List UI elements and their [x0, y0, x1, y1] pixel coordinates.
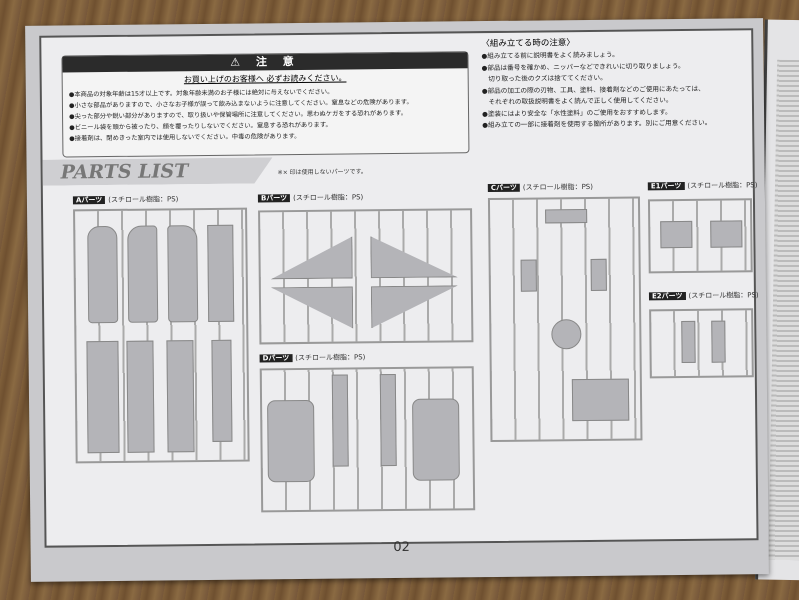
sprue-a [73, 207, 250, 464]
sprue-label-a: Aパーツ(スチロール樹脂：PS) [72, 194, 179, 205]
sprue-e2 [649, 308, 754, 379]
parts-list-header: PARTS LIST [43, 157, 273, 185]
parts-list-note: ※× 印は使用しないパーツです。 [277, 168, 367, 177]
caution-box: ⚠ 注 意 お買い上げのお客様へ 必ずお読みください。 ●本商品の対象年齢は15… [61, 51, 470, 158]
sprue-label-e2: E2パーツ(スチロール樹脂：PS) [648, 290, 759, 301]
assembly-notes-title: 〈組み立てる時の注意〉 [481, 38, 575, 50]
caution-subtitle: お買い上げのお客様へ 必ずお読みください。 [183, 73, 347, 85]
sprue-c [487, 196, 643, 443]
sprue-label-e1: E1パーツ(スチロール樹脂：PS) [647, 180, 758, 191]
page-frame: ⚠ 注 意 お買い上げのお客様へ 必ずお読みください。 ●本商品の対象年齢は15… [39, 28, 759, 555]
sprue-label-b: Bパーツ(スチロール樹脂：PS) [257, 192, 363, 203]
caution-title: ⚠ 注 意 [62, 52, 468, 73]
sprue-label-c: Cパーツ(スチロール樹脂：PS) [487, 182, 593, 193]
page-number: 02 [393, 539, 410, 556]
manual-page: ⚠ 注 意 お買い上げのお客様へ 必ずお読みください。 ●本商品の対象年齢は15… [25, 18, 769, 582]
parts-list-title: PARTS LIST [60, 160, 189, 184]
sprue-label-d: Dパーツ(スチロール樹脂：PS) [259, 352, 366, 363]
sprue-d [259, 366, 476, 513]
sprue-e1 [647, 198, 753, 274]
note-item: ●組み立ての一部に接着剤を使用する箇所があります。別にご用意ください。 [482, 118, 712, 130]
assembly-notes: 〈組み立てる時の注意〉 ●組み立てる前に説明書をよく読みましょう。 ●部品は番号… [481, 34, 752, 131]
sprue-b [258, 208, 474, 345]
